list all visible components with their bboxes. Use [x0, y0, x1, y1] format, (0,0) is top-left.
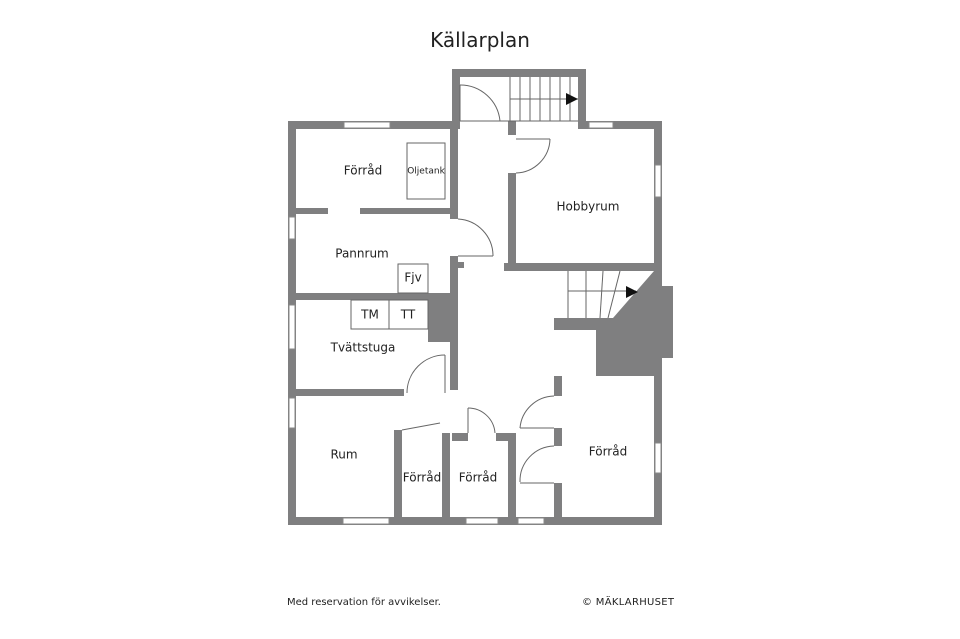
- fixture-label-tm: TM: [360, 308, 379, 322]
- room-label-hobbyrum: Hobbyrum: [557, 200, 620, 214]
- arrow-icon: [626, 286, 638, 298]
- windows: [288, 121, 662, 525]
- fixture-label-tt: TT: [400, 308, 416, 322]
- stairs-mid: [567, 270, 638, 319]
- copyright-text: © MÄKLARHUSET: [582, 597, 675, 608]
- arrow-icon: [566, 93, 578, 105]
- tt-box: [388, 299, 429, 330]
- disclaimer-text: Med reservation för avvikelser.: [287, 597, 441, 608]
- room-label-forrad-right: Förråd: [589, 445, 627, 459]
- page-title: Källarplan: [430, 28, 530, 52]
- room-label-forrad: Förråd: [344, 164, 382, 178]
- room-label-pannrum: Pannrum: [335, 247, 389, 261]
- oljetank-box: [406, 142, 446, 200]
- room-label-forrad-small-1: Förråd: [403, 471, 441, 485]
- room-label-tvattstuga: Tvättstuga: [330, 341, 396, 355]
- fixture-label-oljetank: Oljetank: [407, 167, 445, 177]
- fjv-box: [397, 263, 429, 294]
- room-label-rum: Rum: [330, 448, 357, 462]
- fixture-label-fjv: Fjv: [404, 271, 421, 285]
- stairs-top: [460, 77, 578, 122]
- inner-walls: [296, 121, 654, 525]
- doors: [401, 84, 555, 484]
- room-label-forrad-small-2: Förråd: [459, 471, 497, 485]
